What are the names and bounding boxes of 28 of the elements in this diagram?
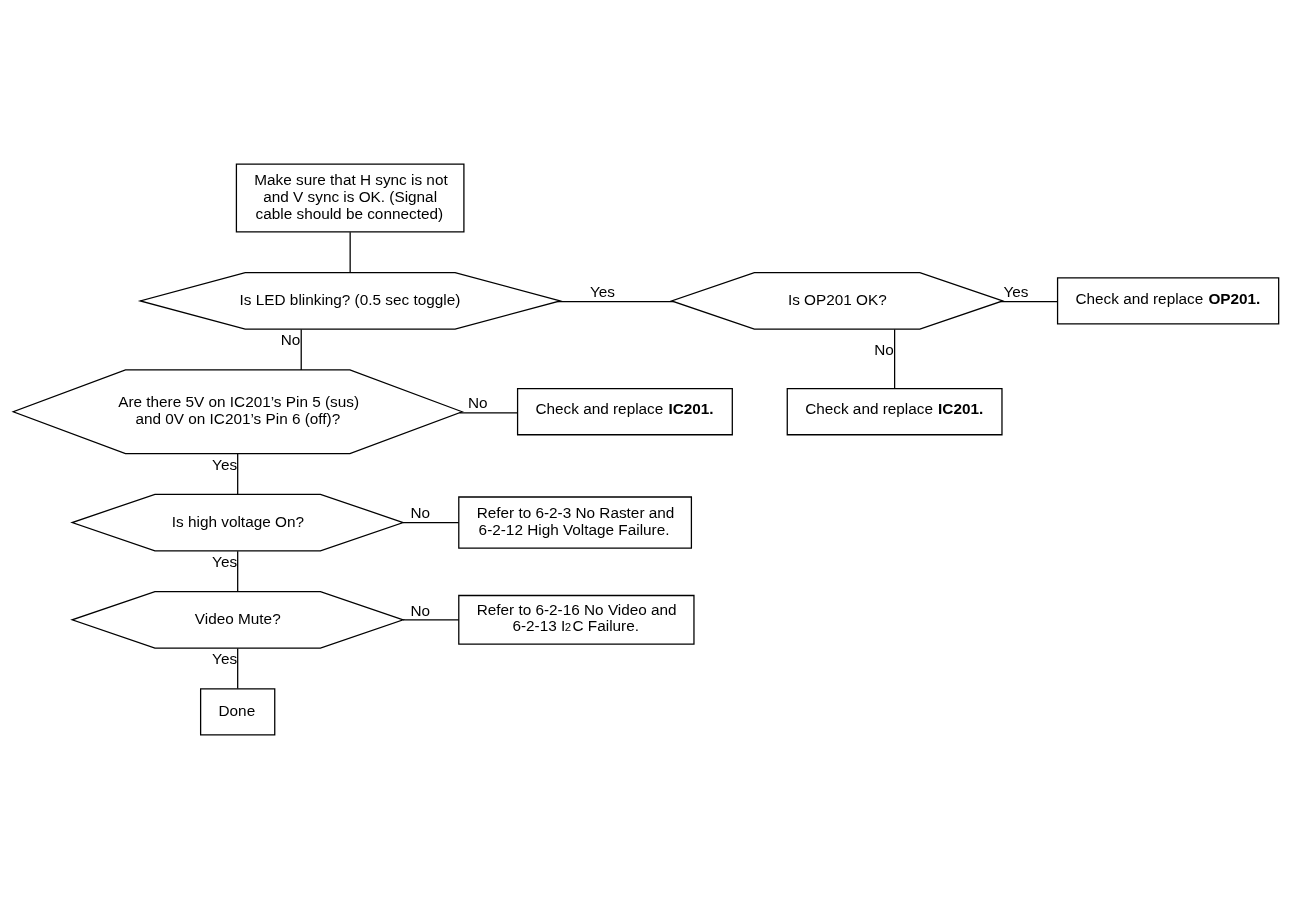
connector	[237, 550, 239, 592]
node-box: Make sure that H sync is not and V sync is OK. (Signal cable should be connected)	[235, 163, 465, 233]
edge-label: No	[410, 504, 430, 522]
edge-label: Yes	[212, 552, 238, 570]
edge-label: No	[468, 394, 488, 412]
edge-label: Yes	[212, 650, 238, 668]
edge-label: No	[874, 340, 894, 358]
edge-label: No	[280, 331, 301, 349]
connector	[349, 231, 351, 274]
edge-label: No	[410, 601, 431, 619]
node-box: Refer to 6-2-3 No Raster and 6-2-12 High Voltage Failure.	[458, 496, 693, 549]
connector	[237, 453, 239, 495]
connector	[458, 412, 518, 414]
edge-label: Yes	[590, 283, 616, 301]
connector	[894, 328, 896, 390]
edge-label: Yes	[1003, 283, 1029, 301]
connector	[300, 328, 302, 371]
edge-label: Yes	[212, 455, 238, 473]
node-box: Refer to 6-2-16 No Video and 6-2-13 I2C Failure.	[458, 594, 695, 645]
node-box: Check and replace IC201.	[516, 388, 733, 436]
connector	[1000, 301, 1059, 303]
node-box: Check and replace OP201.	[1056, 277, 1280, 325]
connector	[402, 619, 460, 621]
connector	[557, 301, 675, 303]
connector	[237, 647, 239, 690]
node-box: Done	[200, 688, 276, 736]
node-box: Check and replace IC201.	[786, 388, 1003, 436]
connector	[402, 522, 460, 524]
